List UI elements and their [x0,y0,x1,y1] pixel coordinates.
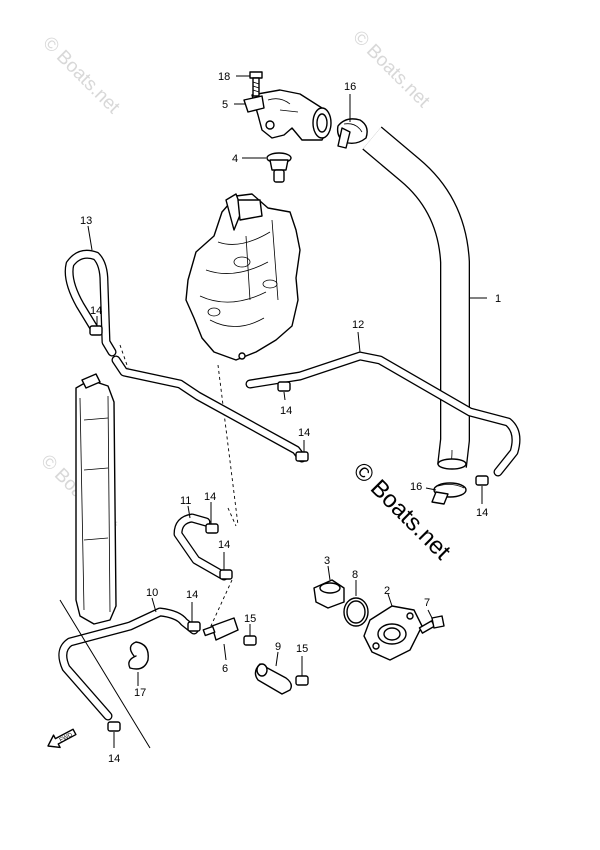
watermark-top-left: © Boats.net [38,33,124,119]
clip-14-c [295,440,309,462]
clip-14-a [89,316,103,336]
part-18-bolt [249,71,263,97]
callout-14-b: 14 [280,405,292,417]
callout-8: 8 [352,569,358,581]
part-2-cover [363,593,423,661]
callout-14-h: 14 [108,753,120,765]
callout-13: 13 [80,215,92,227]
callout-12: 12 [352,319,364,331]
callout-16-lower: 16 [410,481,422,493]
callout-17: 17 [134,687,146,699]
part-14-clips [89,316,489,748]
part-13-hose [64,225,117,357]
part-16-upper-clamp [336,118,368,149]
callout-4: 4 [232,153,238,165]
callout-14-a: 14 [90,305,102,317]
part-6-connector [202,617,239,661]
clip-15-a [243,624,257,646]
callout-3: 3 [324,555,330,567]
callout-16-upper: 16 [344,81,356,93]
part-8-o-ring [343,580,369,627]
callout-5: 5 [222,99,228,111]
callout-9: 9 [275,641,281,653]
guide-lines [119,344,239,629]
callout-2: 2 [384,585,390,597]
clip-14-h [107,721,121,748]
callout-15-b: 15 [296,643,308,655]
engine-block [185,193,301,361]
part-16-lower-clamp [431,482,467,505]
callout-7: 7 [424,597,430,609]
part-1-upper-hose [362,126,487,470]
leader-lines [234,75,437,491]
watermark-top-right: © Boats.net [348,27,434,113]
part-15-clips [243,624,309,686]
callout-14-g: 14 [186,589,198,601]
callout-14-e: 14 [204,491,216,503]
part-12-hose [111,331,521,477]
callout-labels: 18 5 16 4 13 1 14 12 14 14 16 11 14 14 1… [80,71,501,765]
part-7-bolt [418,609,445,634]
part-11-hose [173,505,229,581]
part-3-fitting [313,565,345,609]
callout-11: 11 [180,495,191,507]
callout-14-f: 14 [218,539,230,551]
part-9-tube [254,651,293,695]
clip-15-b [295,656,309,686]
clip-14-g [187,602,201,632]
callout-14-c: 14 [298,427,310,439]
watermark-center: © Boats.net [348,457,456,565]
part-5-thermostat-cover [243,89,332,141]
part-4-thermostat [266,152,292,183]
callout-6: 6 [222,663,228,675]
vertical-component [75,373,117,625]
clip-14-f [219,552,233,580]
callout-10: 10 [146,587,158,599]
part-17-clip [128,641,149,686]
part-10-hose [58,597,199,749]
clip-14-b [277,381,291,401]
callout-1: 1 [495,293,501,305]
fwd-arrow-icon: FWD [47,728,77,749]
callout-18: 18 [218,71,230,83]
clip-14-e [205,502,219,534]
callout-14-d: 14 [476,507,488,519]
callout-15-a: 15 [244,613,256,625]
clip-14-d [475,475,489,504]
